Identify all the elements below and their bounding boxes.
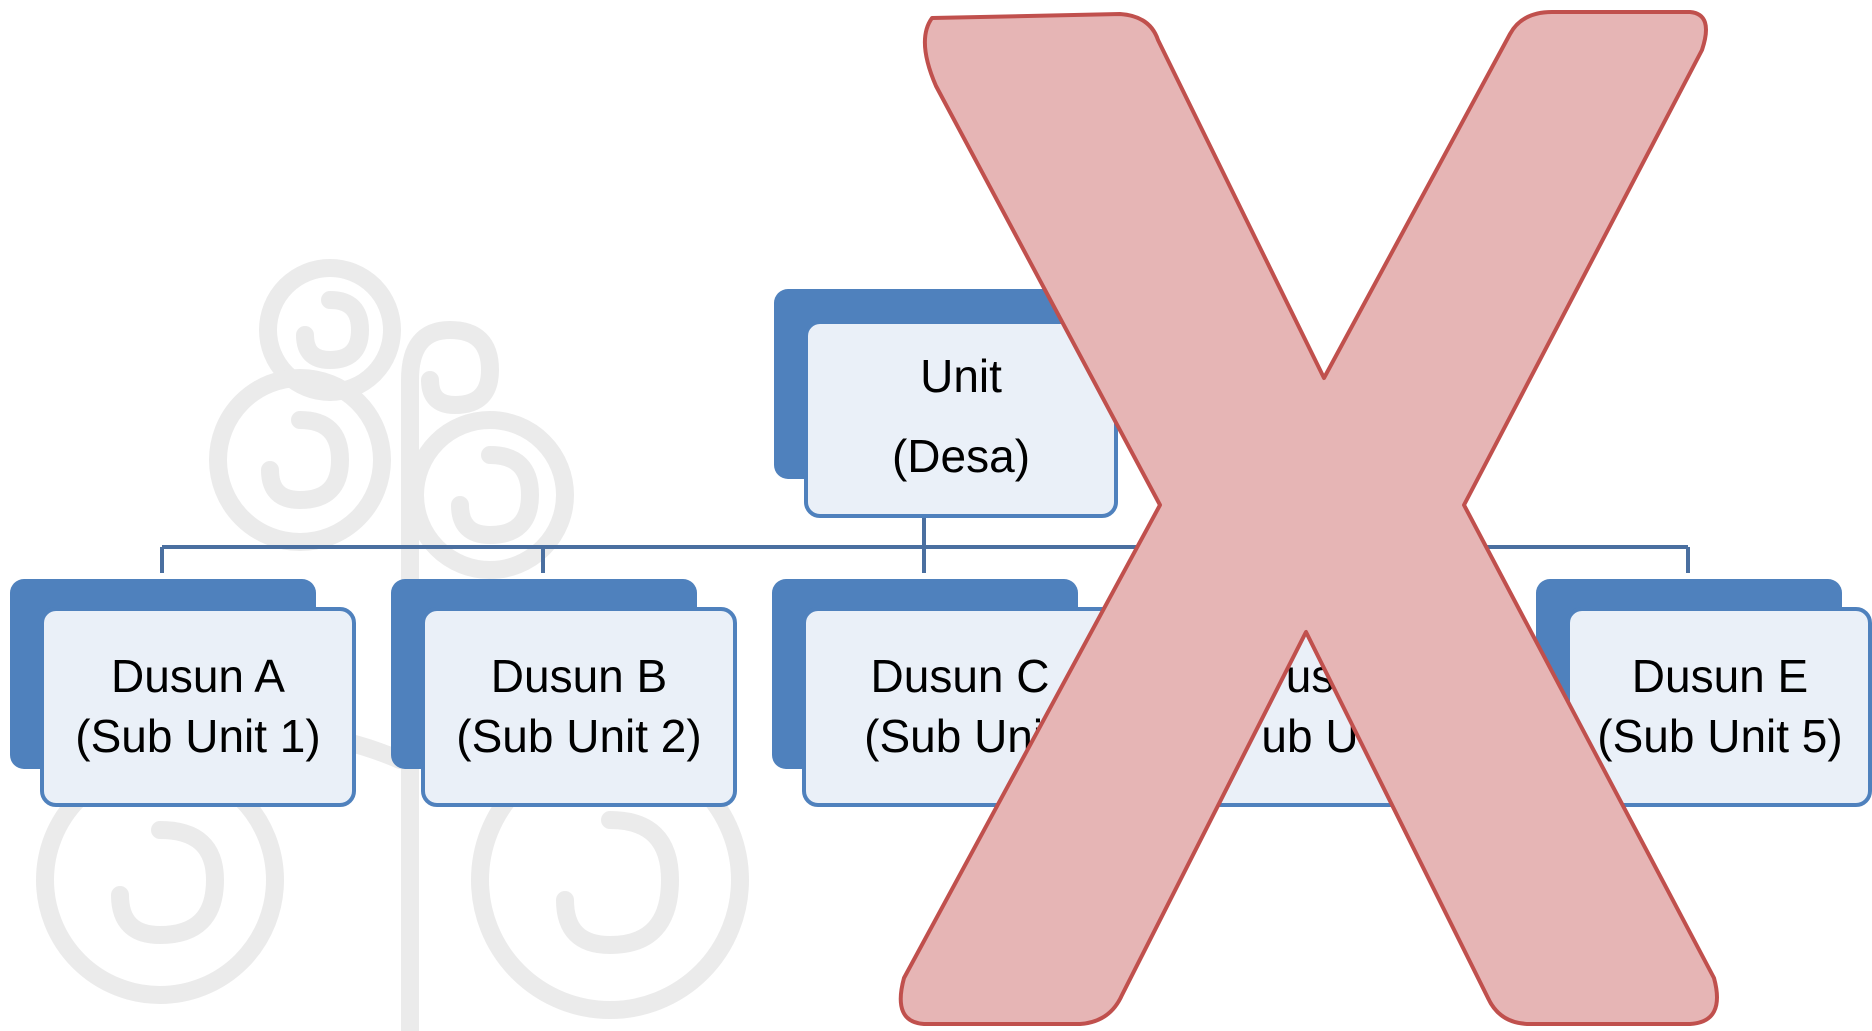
child-node-e: Dusun E (Sub Unit 5) bbox=[1536, 579, 1872, 807]
child-node-e-title: Dusun E bbox=[1632, 650, 1808, 702]
child-node-e-subtitle: (Sub Unit 5) bbox=[1597, 710, 1842, 762]
child-node-a: Dusun A (Sub Unit 1) bbox=[10, 579, 356, 807]
child-node-a-subtitle: (Sub Unit 1) bbox=[75, 710, 320, 762]
child-node-b-subtitle: (Sub Unit 2) bbox=[456, 710, 701, 762]
root-node: Unit (Desa) bbox=[774, 289, 1118, 518]
x-mark-icon bbox=[898, 10, 1719, 1026]
child-node-b: Dusun B (Sub Unit 2) bbox=[391, 579, 737, 807]
child-node-c-title: Dusun C bbox=[871, 650, 1050, 702]
child-node-b-title: Dusun B bbox=[491, 650, 667, 702]
root-node-subtitle: (Desa) bbox=[892, 430, 1030, 482]
child-node-d-subtitle: ub U bbox=[1261, 710, 1358, 762]
root-node-title: Unit bbox=[920, 350, 1002, 402]
child-node-a-title: Dusun A bbox=[111, 650, 285, 702]
